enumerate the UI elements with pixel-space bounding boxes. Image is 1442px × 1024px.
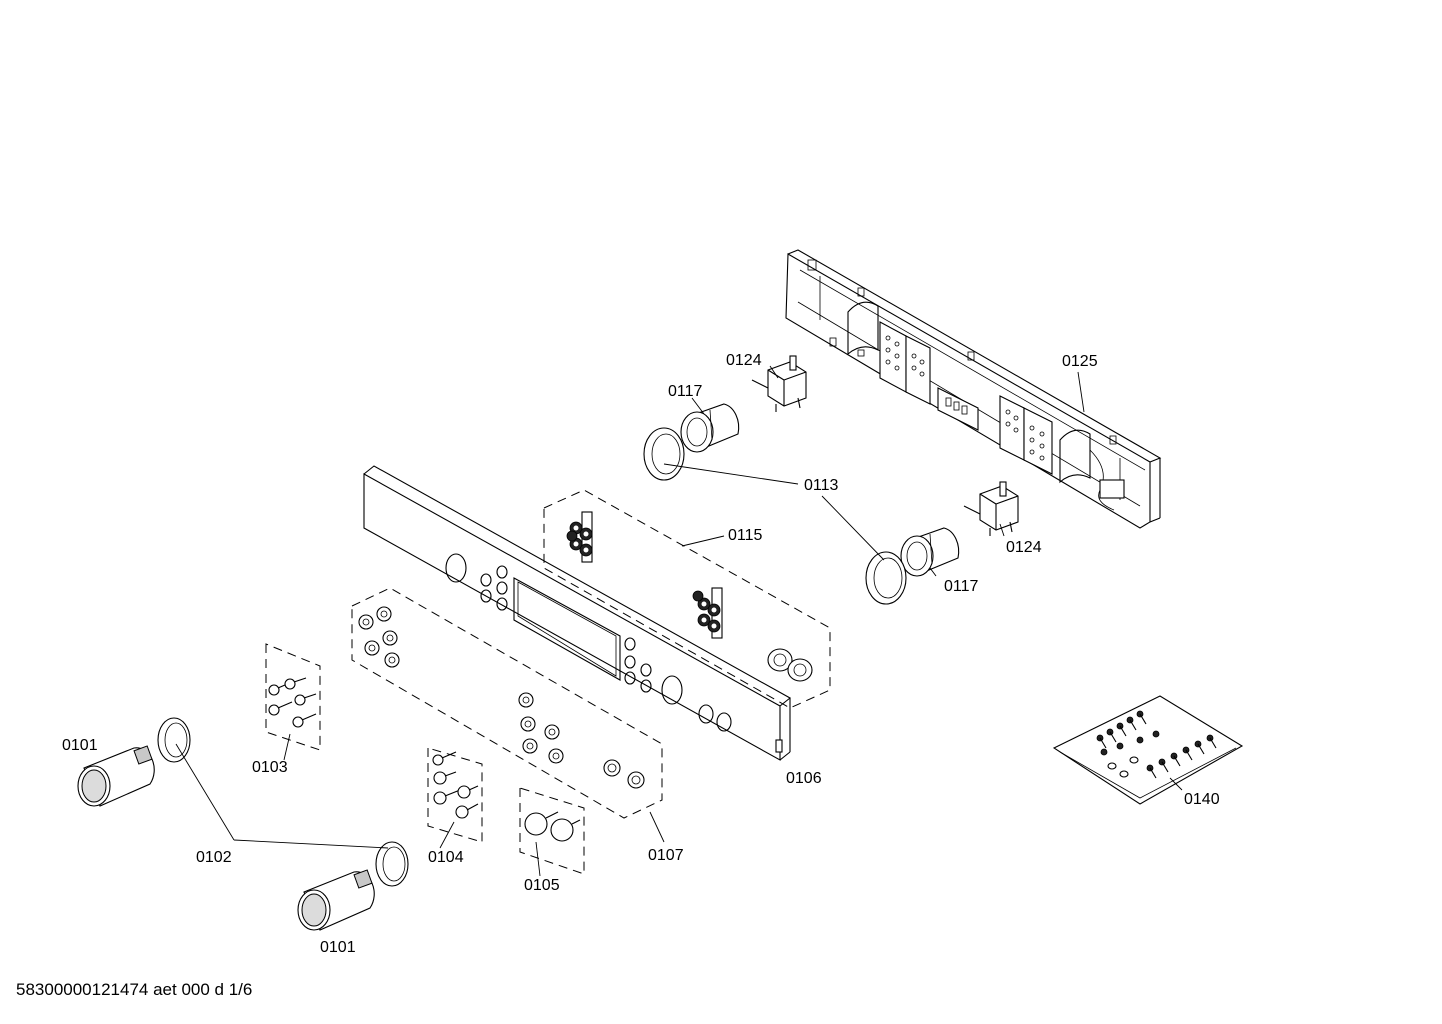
part-0124-switch-lower	[963, 481, 1019, 536]
part-0113-ring-lower	[865, 551, 907, 605]
part-0107-button-cap-group	[351, 587, 663, 819]
part-0104-pin-group	[427, 747, 483, 843]
label-0125: 0125	[1062, 353, 1098, 370]
label-0103: 0103	[252, 759, 288, 776]
label-0117-bottom: 0117	[944, 578, 979, 595]
label-0105: 0105	[524, 877, 560, 894]
label-0117-top: 0117	[668, 383, 703, 400]
label-0106: 0106	[786, 770, 822, 787]
label-0102: 0102	[196, 849, 232, 866]
part-0124-switch-upper	[751, 355, 807, 412]
part-0125-control-frame	[785, 249, 1162, 529]
label-0101-top: 0101	[62, 737, 98, 754]
part-0105-button-group	[519, 787, 585, 875]
part-0101-knob-top	[77, 745, 155, 807]
label-0107: 0107	[648, 847, 684, 864]
part-0102-ring-bottom	[375, 841, 409, 887]
part-0106-front-panel	[363, 465, 791, 761]
part-0103-pin-group	[265, 643, 321, 751]
label-0115: 0115	[728, 527, 763, 544]
leader-lines	[175, 365, 1183, 877]
part-labels: 0124 0117 0125 0113 0115 0124 0117 0101 …	[62, 352, 1220, 956]
label-0124-bottom: 0124	[1006, 539, 1042, 556]
part-0115-button-carrier-group	[543, 489, 831, 709]
part-0117-housing-lower	[900, 527, 960, 577]
document-id: 58300000121474 aet 000 d 1/6	[16, 980, 253, 999]
label-0140: 0140	[1184, 791, 1220, 808]
part-0102-ring-top	[157, 717, 191, 763]
label-0104: 0104	[428, 849, 464, 866]
label-0101-bottom: 0101	[320, 939, 356, 956]
part-0140-screw-kit	[1052, 695, 1244, 805]
label-0113: 0113	[804, 477, 839, 494]
label-0124-top: 0124	[726, 352, 762, 369]
part-0117-housing-upper	[680, 403, 740, 453]
part-0113-ring-upper	[643, 427, 685, 481]
part-0101-knob-bottom	[297, 869, 375, 931]
